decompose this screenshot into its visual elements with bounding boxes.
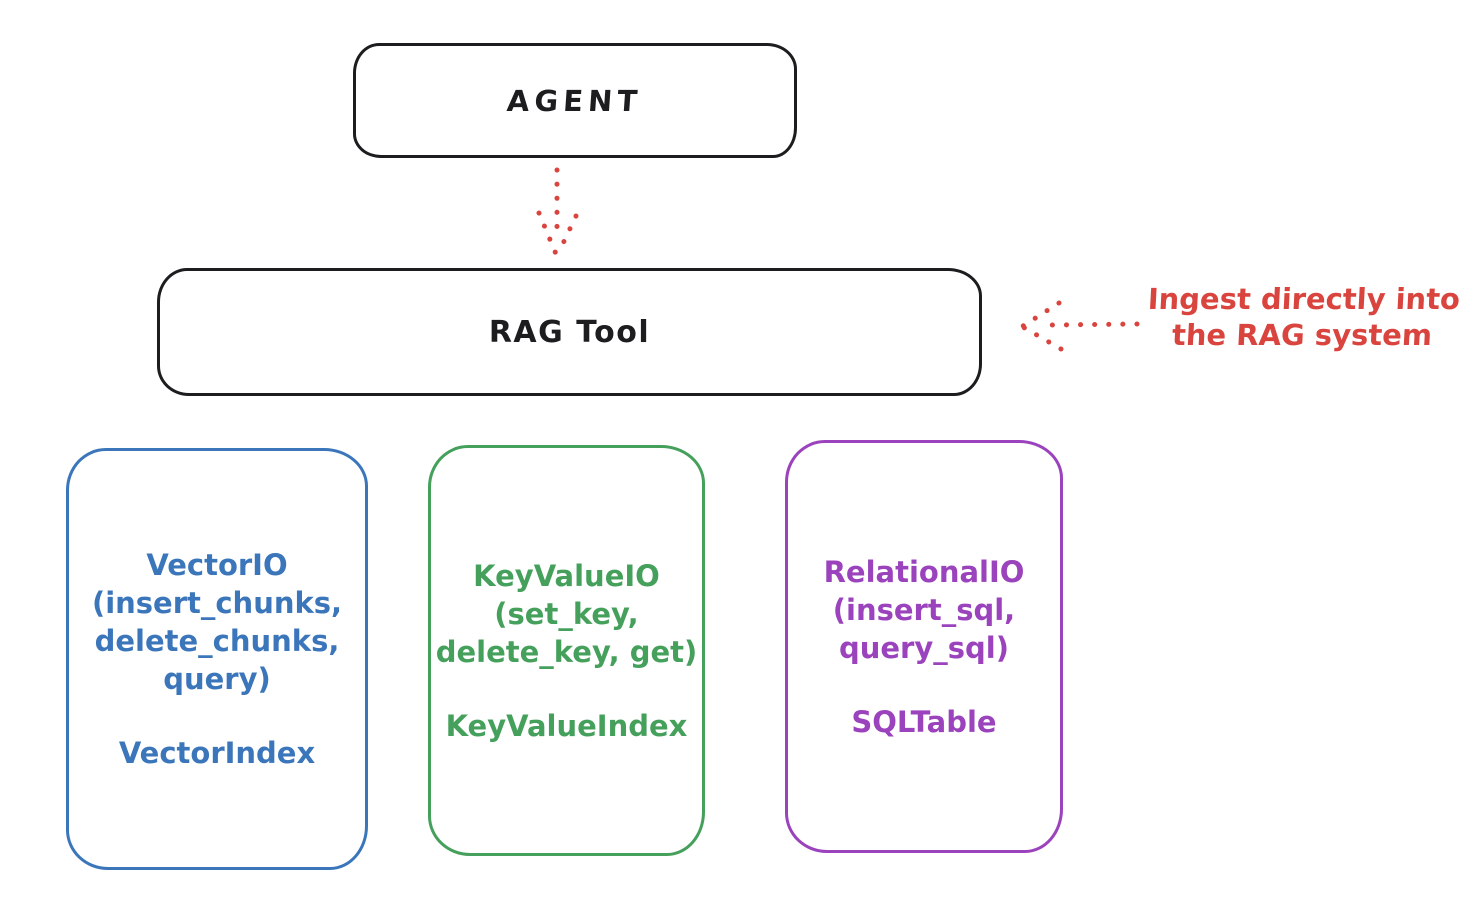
dotted-left-arrow-icon [1020, 300, 1140, 352]
vector-index-label: VectorIndex [118, 736, 316, 770]
agent-box-label: AGENT [506, 83, 644, 118]
relational-io-params: (insert_sql, query_sql) [833, 591, 1015, 667]
vector-io-card: VectorIO (insert_chunks, delete_chunks, … [66, 448, 368, 870]
vector-io-param-line: delete_chunks, [94, 624, 340, 658]
key-value-index-label: KeyValueIndex [445, 708, 688, 743]
ingest-annotation-line2: the RAG system [1171, 318, 1434, 352]
vector-io-title: VectorIO [146, 548, 288, 582]
sql-table-label: SQLTable [851, 704, 997, 739]
vector-io-params: (insert_chunks, delete_chunks, query) [92, 584, 342, 698]
relational-io-param-line: query_sql) [838, 630, 1009, 665]
rag-tool-box: RAG Tool [157, 268, 982, 396]
dotted-down-arrow-icon [536, 167, 579, 257]
agent-box: AGENT [353, 43, 797, 158]
rag-tool-box-label: RAG Tool [488, 314, 651, 350]
relational-io-param-line: (insert_sql, [832, 592, 1016, 627]
key-value-io-card: KeyValueIO (set_key, delete_key, get) Ke… [428, 445, 705, 856]
relational-io-title: RelationalIO [823, 554, 1025, 589]
ingest-annotation: Ingest directly into the RAG system [1126, 281, 1480, 353]
vector-io-param-line: (insert_chunks, [91, 586, 343, 620]
ingest-annotation-line1: Ingest directly into [1146, 282, 1461, 316]
vector-io-param-line: query) [163, 662, 271, 696]
key-value-io-param-line: (set_key, [494, 596, 639, 631]
key-value-io-title: KeyValueIO [473, 558, 660, 593]
relational-io-card: RelationalIO (insert_sql, query_sql) SQL… [785, 440, 1063, 853]
key-value-io-params: (set_key, delete_key, get) [436, 595, 698, 671]
key-value-io-param-line: delete_key, get) [435, 634, 698, 669]
